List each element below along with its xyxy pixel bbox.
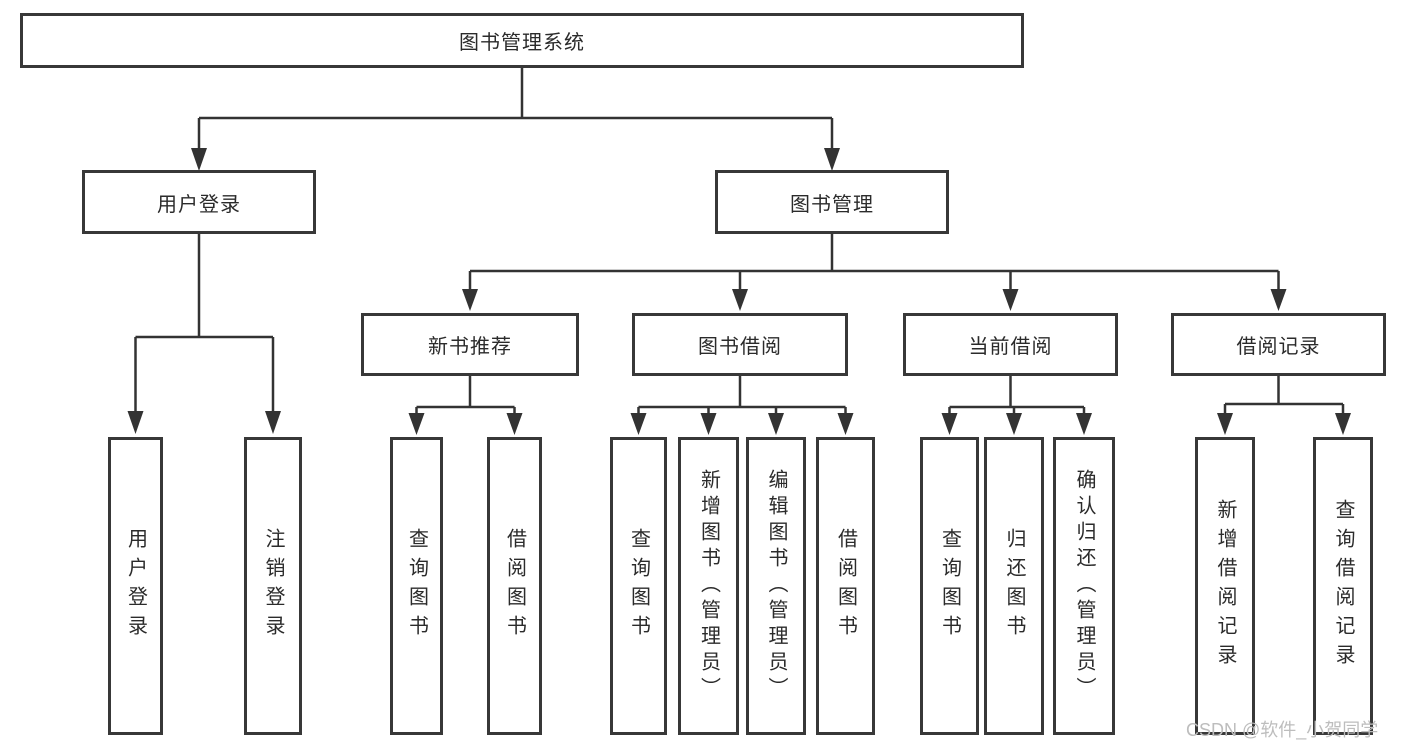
leaf-add-books-admin: 新增图书（管理员） xyxy=(678,437,739,735)
node-book-borrow: 图书借阅 xyxy=(632,313,848,376)
node-label: 查询图书 xyxy=(627,528,650,644)
leaf-confirm-return-admin: 确认归还（管理员） xyxy=(1053,437,1115,735)
node-label: 注销登录 xyxy=(262,528,284,644)
node-user-login: 用户登录 xyxy=(82,170,316,234)
node-label: 图书管理 xyxy=(790,193,874,216)
arrow-down-icon xyxy=(462,289,478,311)
leaf-edit-books-admin: 编辑图书（管理员） xyxy=(746,437,806,735)
connector-current-borrow-children xyxy=(948,376,1086,414)
connector-root-to-level2 xyxy=(197,68,834,149)
leaf-user-login: 用户登录 xyxy=(108,437,163,735)
leaf-borrow-books: 借阅图书 xyxy=(816,437,875,735)
node-current-borrow: 当前借阅 xyxy=(903,313,1118,376)
node-label: 查询图书 xyxy=(938,528,961,644)
leaf-logout: 注销登录 xyxy=(244,437,302,735)
leaf-borrow-books-recommend: 借阅图书 xyxy=(487,437,542,735)
node-label: 图书管理系统 xyxy=(459,32,585,54)
connector-user-login-children xyxy=(134,234,275,412)
node-label: 确认归还（管理员） xyxy=(1073,469,1095,703)
arrow-down-icon xyxy=(1002,289,1019,311)
node-label: 图书借阅 xyxy=(698,336,782,358)
node-label: 归还图书 xyxy=(1003,528,1025,644)
arrow-down-icon xyxy=(265,411,281,434)
arrow-down-icon xyxy=(824,148,840,171)
node-label: 新增借阅记录 xyxy=(1214,499,1236,673)
node-label: 借阅图书 xyxy=(834,528,857,644)
connector-borrow-children xyxy=(637,376,847,414)
node-label: 新书推荐 xyxy=(428,336,512,358)
node-label: 新增图书（管理员） xyxy=(697,469,720,703)
arrow-down-icon xyxy=(941,413,958,435)
arrow-down-icon xyxy=(127,411,144,434)
arrow-down-icon xyxy=(630,413,647,435)
leaf-return-books: 归还图书 xyxy=(984,437,1044,735)
node-label: 查询借阅记录 xyxy=(1332,499,1354,673)
csdn-watermark: CSDN @软件_小贺同学 xyxy=(1186,720,1379,740)
arrow-down-icon xyxy=(191,148,207,171)
node-label: 编辑图书（管理员） xyxy=(765,469,787,703)
arrow-down-icon xyxy=(506,413,523,435)
leaf-query-borrow-record: 查询借阅记录 xyxy=(1313,437,1373,735)
arrow-down-icon xyxy=(732,289,748,311)
leaf-add-borrow-record: 新增借阅记录 xyxy=(1195,437,1255,735)
leaf-query-books-recommend: 查询图书 xyxy=(390,437,443,735)
leaf-query-books-current: 查询图书 xyxy=(920,437,979,735)
node-borrow-records: 借阅记录 xyxy=(1171,313,1386,376)
node-label: 当前借阅 xyxy=(968,336,1053,358)
arrow-down-icon xyxy=(700,413,717,435)
node-label: 用户登录 xyxy=(124,528,147,644)
connector-book-mgmt-children xyxy=(468,234,1280,290)
node-label: 用户登录 xyxy=(157,193,241,216)
node-new-book-recommend: 新书推荐 xyxy=(361,313,579,376)
node-label: 查询图书 xyxy=(405,528,428,644)
arrow-down-icon xyxy=(1076,413,1092,435)
arrow-down-icon xyxy=(1006,413,1022,435)
arrow-down-icon xyxy=(837,413,854,435)
arrow-down-icon xyxy=(768,413,784,435)
node-root-system: 图书管理系统 xyxy=(20,13,1024,68)
connector-records-children xyxy=(1223,376,1345,414)
arrow-down-icon xyxy=(1335,413,1351,435)
connector-new-book-children xyxy=(415,376,516,414)
node-label: 借阅记录 xyxy=(1236,336,1321,358)
arrow-down-icon xyxy=(1270,289,1287,311)
leaf-query-books-borrow: 查询图书 xyxy=(610,437,667,735)
node-book-management: 图书管理 xyxy=(715,170,949,234)
arrow-down-icon xyxy=(1217,413,1233,435)
arrow-down-icon xyxy=(408,413,425,435)
node-label: 借阅图书 xyxy=(503,528,526,644)
